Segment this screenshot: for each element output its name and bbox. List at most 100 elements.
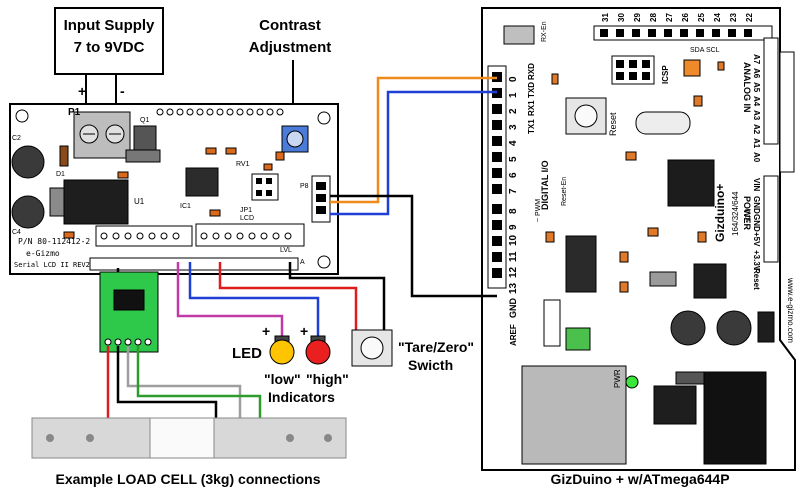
load-cell — [31, 417, 347, 459]
input-supply-label: Input Supply — [64, 17, 155, 34]
top-pin-28: 28 — [649, 13, 658, 22]
top-pin-24: 24 — [713, 13, 722, 22]
header-p3 — [251, 173, 279, 201]
tare-switch-label-2: Swicth — [408, 357, 453, 373]
pin-label-txd: TXD — [527, 82, 536, 98]
diode-d1 — [59, 145, 69, 167]
header-p2 — [89, 257, 299, 271]
part-label-d1: D1 — [56, 171, 65, 178]
low-label: "low" — [264, 371, 301, 387]
digital-pin-5: 5 — [508, 156, 519, 162]
analog-pin-a2: A2 — [752, 124, 761, 135]
wire-black-switch — [288, 262, 386, 332]
wire-blue-high — [188, 262, 320, 338]
part-label-q1: Q1 — [140, 117, 149, 124]
digital-io-label: DIGITAL I/O — [540, 160, 550, 210]
top-pin-27: 27 — [665, 13, 674, 22]
digital-pin-0: 0 — [508, 76, 519, 82]
pwm-label: ~ PWM — [535, 199, 542, 222]
indicators-label: Indicators — [268, 389, 335, 405]
jp7-header — [543, 299, 561, 347]
supply-plus-sign: + — [78, 83, 86, 99]
led-high-icon — [305, 339, 331, 365]
load-cell-caption: Example LOAD CELL (3kg) connections — [55, 471, 320, 487]
atmega644p-chip — [667, 159, 715, 207]
analog-header — [763, 37, 779, 145]
digital-pin-12: 12 — [508, 266, 519, 278]
digital-pin-11: 11 — [508, 251, 519, 262]
analog-in-label: ANALOG IN — [742, 62, 752, 113]
wire-magenta-low — [176, 262, 284, 338]
top-pin-31: 31 — [601, 13, 610, 22]
power-pin-gnd-2: GND — [752, 214, 761, 232]
analog-pin-a5: A5 — [752, 82, 761, 93]
contrast-label-2: Adjustment — [249, 39, 332, 56]
gizduino-board-title: Gizduino+ — [713, 184, 727, 242]
rx-en-label: RX-En — [541, 21, 548, 42]
digital-pin-7: 7 — [508, 188, 519, 194]
regulator-q1 — [133, 125, 157, 151]
digital-pin-10: 10 — [508, 234, 519, 246]
analog-pin-a3: A3 — [752, 110, 761, 121]
gnd-pin-label: GND — [508, 298, 518, 319]
supply-minus-sign: - — [120, 83, 125, 99]
capacitor-c2 — [11, 145, 45, 179]
top-pin-23: 23 — [729, 13, 738, 22]
high-label: "high" — [306, 371, 349, 387]
wire-orange-rx — [330, 76, 497, 204]
digital-pin-9: 9 — [508, 224, 519, 230]
lcd-board-rev: Serial LCD II REV2 — [14, 261, 90, 269]
top-pin-25: 25 — [697, 13, 706, 22]
part-label-rv1: RV1 — [236, 161, 250, 168]
regulator-u1 — [63, 179, 129, 225]
header-p4 — [95, 225, 193, 247]
part-label-u1: U1 — [134, 197, 145, 206]
icsp-label: ICSP — [661, 65, 670, 84]
gizduino-outline — [481, 7, 796, 471]
digital-pin-13: 13 — [508, 282, 519, 294]
wire-black-gnd — [330, 194, 497, 298]
chip-u5 — [649, 271, 677, 287]
diode-d1-gizduino — [757, 311, 775, 343]
reset-button-label: Reset — [608, 112, 618, 136]
led-low-icon — [269, 339, 295, 365]
regulator-jp3 — [653, 385, 697, 425]
tare-switch-button-icon — [360, 336, 384, 360]
input-supply-box — [54, 7, 164, 75]
serial-lcd-board: P/N 80-112412-2 e-Gizmo Serial LCD II RE… — [9, 103, 339, 275]
analog-pin-a6: A6 — [752, 68, 761, 79]
analog-pin-a4: A4 — [752, 96, 761, 107]
fuse-f1 — [565, 327, 591, 351]
part-label-lcd: LCD — [240, 215, 254, 222]
mounting-hole-icon — [317, 111, 331, 125]
power-pin-reset: Reset — [752, 268, 761, 290]
top-pin-22: 22 — [745, 13, 754, 22]
top-pin-29: 29 — [633, 13, 642, 22]
capacitor-c9 — [670, 310, 706, 346]
aref-pin-label: AREF — [509, 324, 518, 346]
wire-white-signal — [126, 346, 242, 422]
rx-en-jumper — [503, 25, 535, 45]
usb-connector — [521, 365, 627, 465]
capacitor-c4 — [11, 195, 45, 229]
led-low-plus: + — [262, 323, 270, 339]
crystal-y1 — [635, 111, 691, 135]
load-cell-gauge — [149, 417, 215, 459]
mounting-hole-icon — [317, 255, 331, 269]
power-pin-gnd-1: GND — [752, 196, 761, 214]
pin-label-rxd: RXD — [527, 63, 536, 80]
digital-pin-1: 1 — [508, 92, 519, 98]
tare-switch-label: "Tare/Zero" — [398, 339, 474, 355]
mounting-hole-icon — [15, 109, 29, 123]
digital-pin-4: 4 — [508, 140, 519, 146]
digital-pin-3: 3 — [508, 124, 519, 130]
analog-pin-a7: A7 — [752, 54, 761, 65]
led-label: LED — [232, 345, 262, 362]
input-supply-voltage: 7 to 9VDC — [74, 39, 145, 56]
hx711-chip — [113, 289, 145, 311]
gizduino-caption: GizDuino + w/ATmega644P — [550, 471, 729, 487]
power-pin-vin: VIN — [752, 178, 761, 192]
part-label-p1: P1 — [68, 107, 81, 118]
wires — [106, 76, 497, 424]
